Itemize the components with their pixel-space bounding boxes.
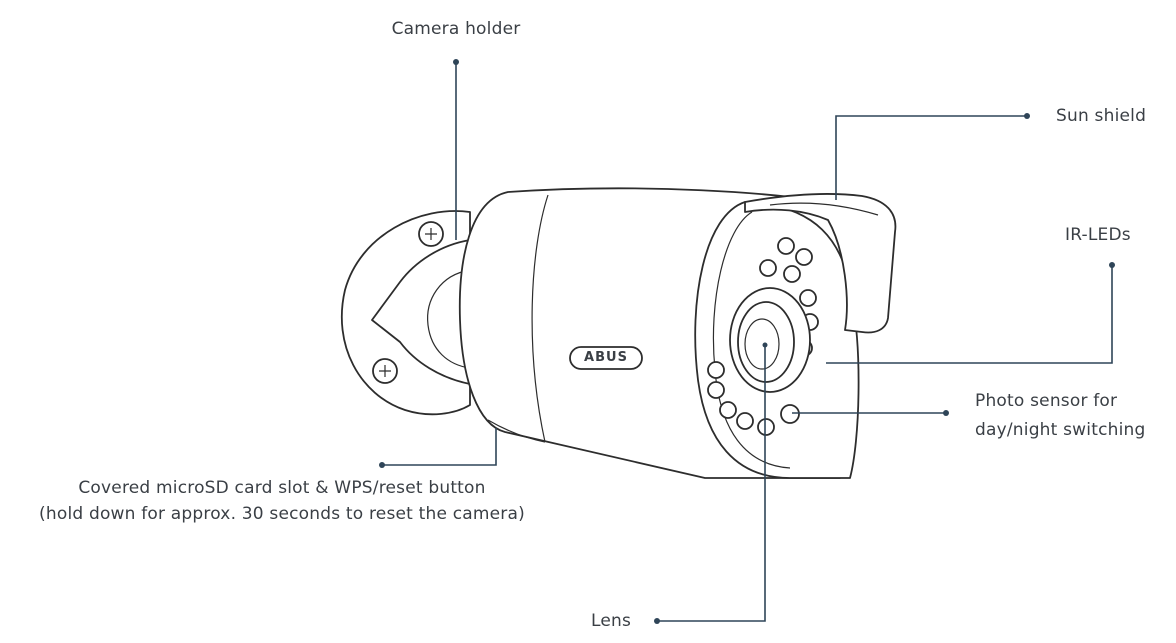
label-photo-sensor-line2: day/night switching [975,417,1146,443]
lens [730,288,810,392]
mount-screw-icon [373,359,397,383]
mount-screw-icon [419,222,443,246]
label-camera-holder: Camera holder [356,16,556,42]
label-ir-leds: IR-LEDs [1065,222,1131,248]
label-photo-sensor-line1: Photo sensor for [975,388,1146,414]
label-lens: Lens [591,608,631,634]
label-sun-shield: Sun shield [1056,103,1146,129]
wall-mount [342,211,470,414]
brand-badge-text: ABUS [570,346,642,370]
label-photo-sensor: Photo sensor for day/night switching [975,388,1146,443]
label-microsd-line1: Covered microSD card slot & WPS/reset bu… [8,475,556,501]
label-microsd-line2: (hold down for approx. 30 seconds to res… [8,501,556,527]
label-microsd-slot: Covered microSD card slot & WPS/reset bu… [8,475,556,527]
